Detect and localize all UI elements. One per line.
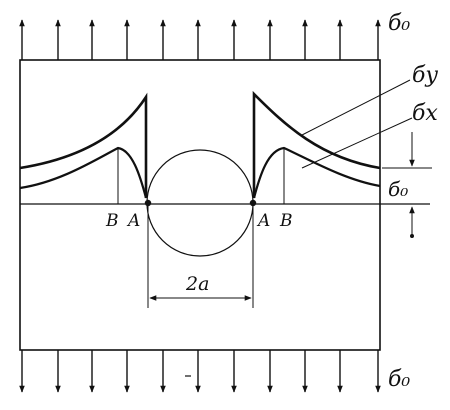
hole-width-dimension (147, 206, 254, 308)
label-hole-width: 2a (185, 273, 209, 295)
sigma-0-dimension (382, 132, 432, 238)
dimension-dot (410, 234, 414, 238)
label-point-b-right: B (279, 211, 293, 231)
label-sigma-0-bottom: б₀ (388, 367, 410, 392)
label-sigma-0-right: б₀ (388, 177, 408, 201)
label-sigma-x: бx (412, 101, 438, 126)
label-point-a-right: A (256, 211, 270, 231)
sigma-y-curve-right (252, 90, 381, 198)
leader-sigma-x (301, 117, 413, 169)
top-load-arrows (19, 19, 381, 60)
circular-hole (146, 149, 254, 257)
point-a-right-marker (249, 199, 257, 207)
bottom-load-arrows (19, 350, 381, 393)
label-sigma-0-top: б₀ (388, 11, 410, 36)
leader-sigma-y (301, 79, 411, 136)
label-point-a-left: A (126, 211, 140, 231)
point-a-left-marker (144, 199, 152, 207)
label-point-b-left: B (105, 211, 119, 231)
label-sigma-y: бy (412, 63, 438, 88)
sigma-x-curve-left (19, 146, 148, 199)
sigma-y-curve-left (19, 92, 148, 198)
plate-boundary (19, 59, 381, 351)
sigma-x-curve-right (252, 146, 381, 199)
